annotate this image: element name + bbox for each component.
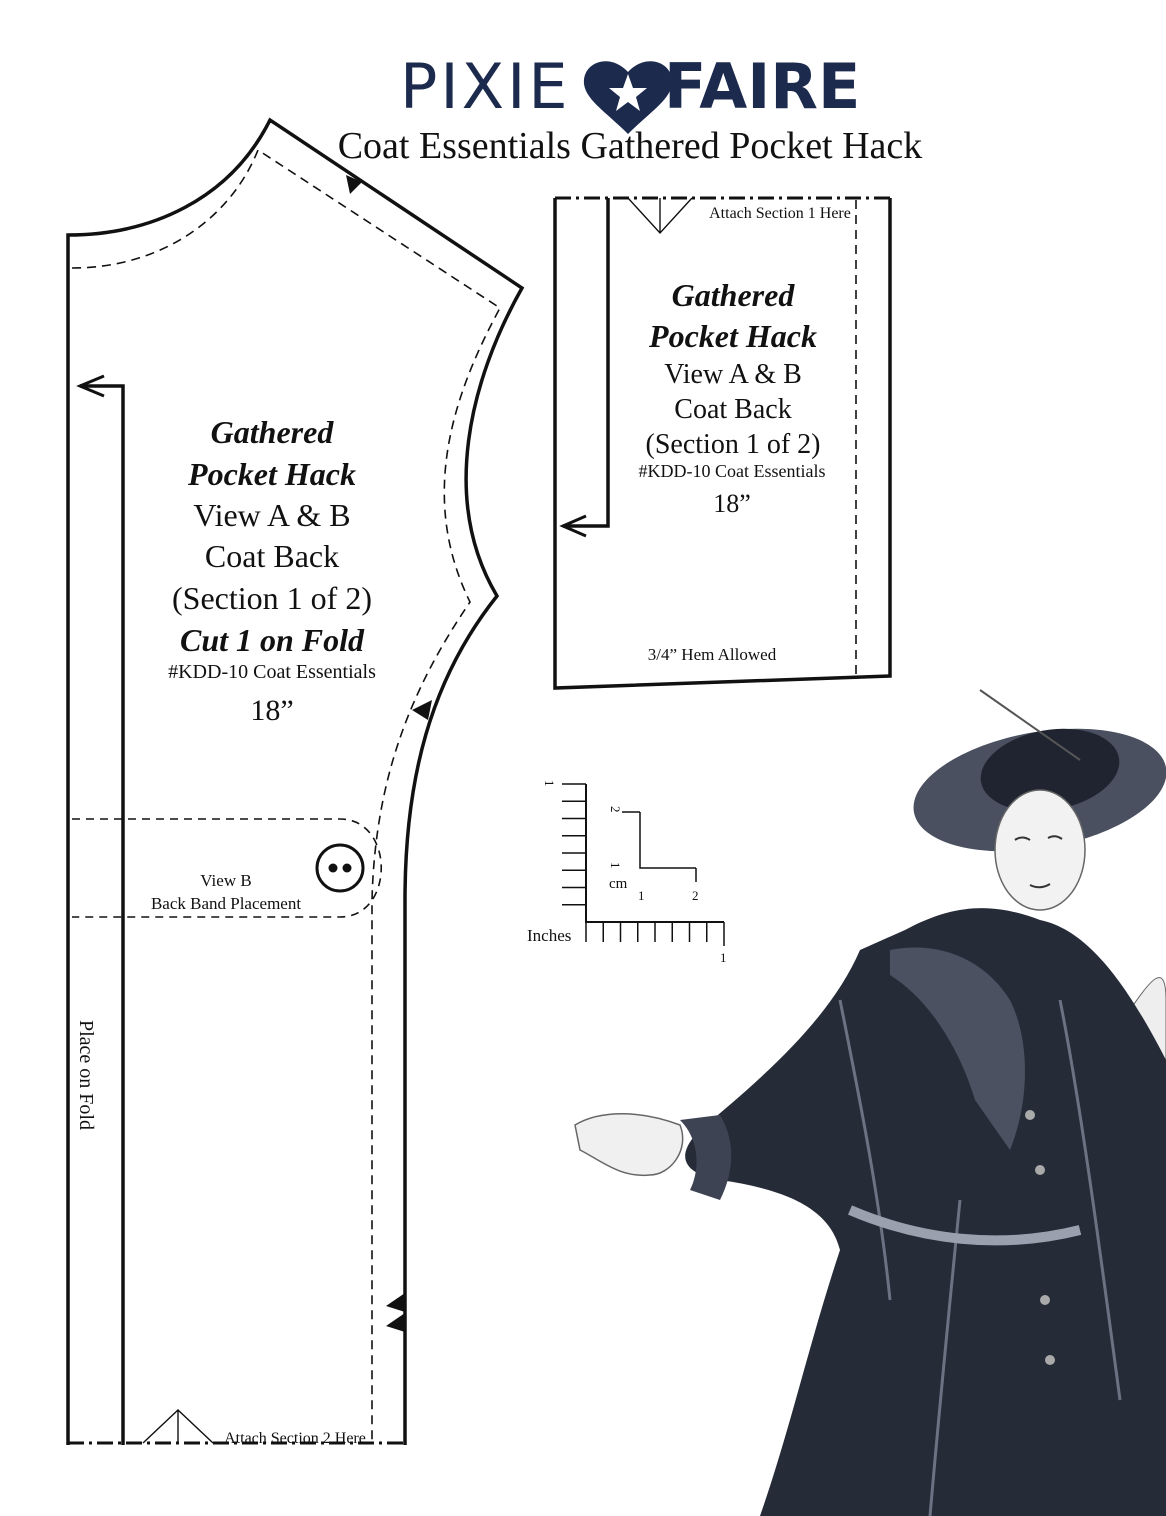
attach-section-2-label: Attach Section 2 Here (224, 1430, 366, 1447)
hem-allowed-label: 3/4” Hem Allowed (648, 645, 777, 664)
inch-tick-label: 1 (720, 950, 727, 965)
heart-star-icon (583, 61, 673, 134)
band-label-2: Back Band Placement (151, 894, 301, 913)
main-piece-name: Coat Back (205, 538, 339, 574)
second-piece-name: Coat Back (674, 394, 791, 425)
page-title: Coat Essentials Gathered Pocket Hack (338, 125, 923, 167)
main-view: View A & B (193, 497, 350, 533)
main-pattern-code: #KDD-10 Coat Essentials (168, 661, 376, 683)
cm-tick-2: 2 (692, 888, 699, 903)
inches-label: Inches (527, 926, 571, 945)
brand-left: PIXIE (400, 50, 571, 123)
main-name-line1: Gathered (211, 414, 335, 450)
cm-tick-1: 1 (638, 888, 645, 903)
band-label-1: View B (200, 871, 251, 890)
second-pattern-code: #KDD-10 Coat Essentials (639, 461, 826, 481)
grainline-arrow-icon (76, 374, 105, 398)
main-section: (Section 1 of 2) (172, 580, 372, 616)
main-size: 18” (250, 694, 293, 727)
second-name-line2: Pocket Hack (648, 318, 817, 354)
main-cut-instruction: Cut 1 on Fold (180, 622, 365, 658)
brand-right: FAIRE (664, 50, 860, 123)
double-notch-icon (386, 1293, 405, 1312)
second-view: View A & B (664, 359, 802, 390)
brand-logo: PIXIE FAIRE (400, 50, 860, 134)
notch-marker-icon (346, 175, 362, 194)
grainline-arrow-icon (559, 514, 587, 538)
attach-section-1-label: Attach Section 1 Here (709, 205, 851, 222)
cm-label: cm (609, 876, 628, 892)
button-icon (315, 843, 365, 893)
cm-vertical-tick-1: 1 (608, 862, 623, 869)
second-pattern-piece (553, 196, 892, 690)
second-size: 18” (713, 489, 751, 518)
second-name-line1: Gathered (672, 277, 796, 313)
vintage-coat-woman-illustration (574, 689, 1166, 1516)
inch-tick-vertical-label: 1 (542, 780, 557, 787)
main-pattern-piece (66, 117, 525, 1445)
cm-vertical-tick-2: 2 (608, 806, 623, 813)
notch-marker-icon (412, 700, 432, 720)
scale-ruler (562, 783, 725, 946)
place-on-fold-label: Place on Fold (75, 1020, 97, 1130)
second-section: (Section 1 of 2) (646, 429, 821, 460)
main-name-line2: Pocket Hack (187, 456, 356, 492)
